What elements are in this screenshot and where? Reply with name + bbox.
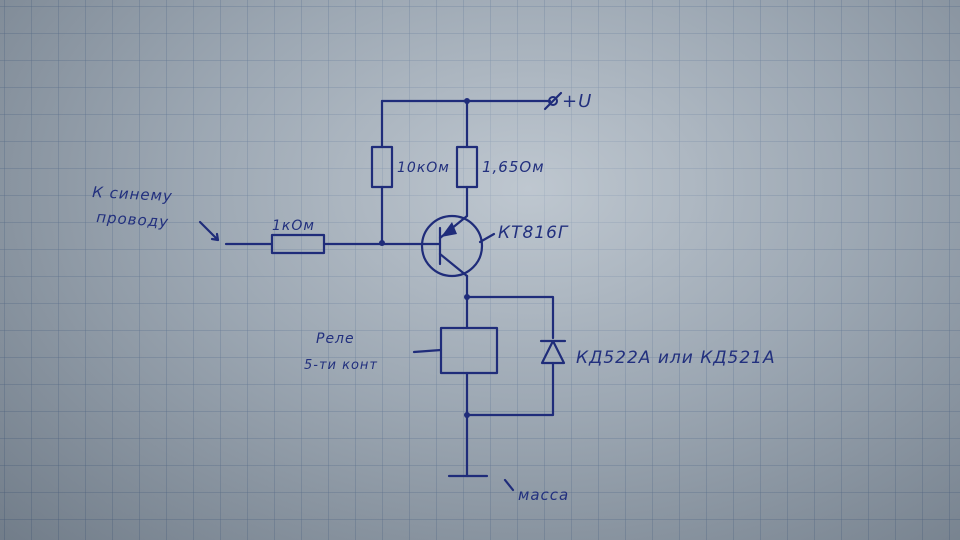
junction-base bbox=[379, 240, 385, 246]
supply-terminal-tick bbox=[543, 91, 563, 111]
transistor-collector bbox=[438, 252, 469, 278]
junction-relay-bottom bbox=[464, 412, 470, 418]
transistor-label-leader bbox=[478, 232, 496, 244]
input-arrow-icon bbox=[198, 220, 220, 242]
transistor-arrow-icon bbox=[441, 222, 457, 237]
label-input-line2: проводу bbox=[96, 208, 170, 231]
label-relay-line1: Реле bbox=[316, 331, 355, 347]
label-1k: 1кОм bbox=[272, 218, 315, 234]
relay-label-leader bbox=[412, 348, 443, 354]
label-supply: +U bbox=[562, 91, 592, 112]
wire-diode-bottom bbox=[465, 361, 555, 417]
label-diode: КД522А или КД521А bbox=[576, 348, 776, 368]
resistor-1-65 bbox=[455, 145, 479, 189]
label-relay-line2: 5-ти конт bbox=[304, 358, 378, 373]
transistor-body bbox=[420, 214, 484, 278]
diode-triangle bbox=[540, 339, 566, 365]
resistor-1k bbox=[270, 233, 326, 255]
ground-label-leader bbox=[503, 478, 515, 492]
wire-to-diode-top bbox=[465, 295, 555, 340]
junction-relay-top bbox=[464, 294, 470, 300]
supply-terminal bbox=[548, 96, 558, 106]
label-ground: масса bbox=[518, 486, 569, 504]
label-10k: 10кОм bbox=[397, 160, 450, 176]
label-input-line1: К синему bbox=[92, 183, 174, 205]
label-1-65: 1,65Ом bbox=[482, 158, 545, 176]
relay-coil bbox=[439, 326, 499, 375]
label-transistor: КТ816Г bbox=[498, 223, 569, 243]
resistor-10k bbox=[370, 145, 394, 189]
